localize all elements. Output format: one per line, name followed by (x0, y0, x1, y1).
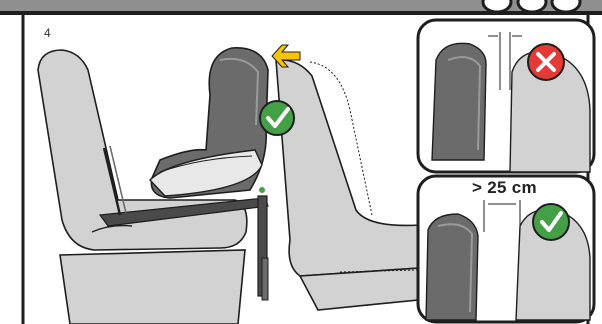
x-mark-icon (528, 44, 564, 80)
support-leg (258, 187, 268, 300)
detail-panel-incorrect (418, 20, 594, 172)
header-circle-2 (518, 0, 546, 12)
child-car-seat (150, 48, 268, 198)
header-circle-1 (483, 0, 511, 12)
main-check-mark-icon (260, 101, 294, 135)
header-bar (0, 0, 602, 15)
gap-distance-label: > 25 cm (472, 178, 537, 198)
header-circle-3 (552, 0, 580, 12)
step-number: 4 (44, 26, 51, 40)
panel-check-mark-icon (533, 204, 569, 240)
front-vehicle-seat (276, 60, 433, 310)
